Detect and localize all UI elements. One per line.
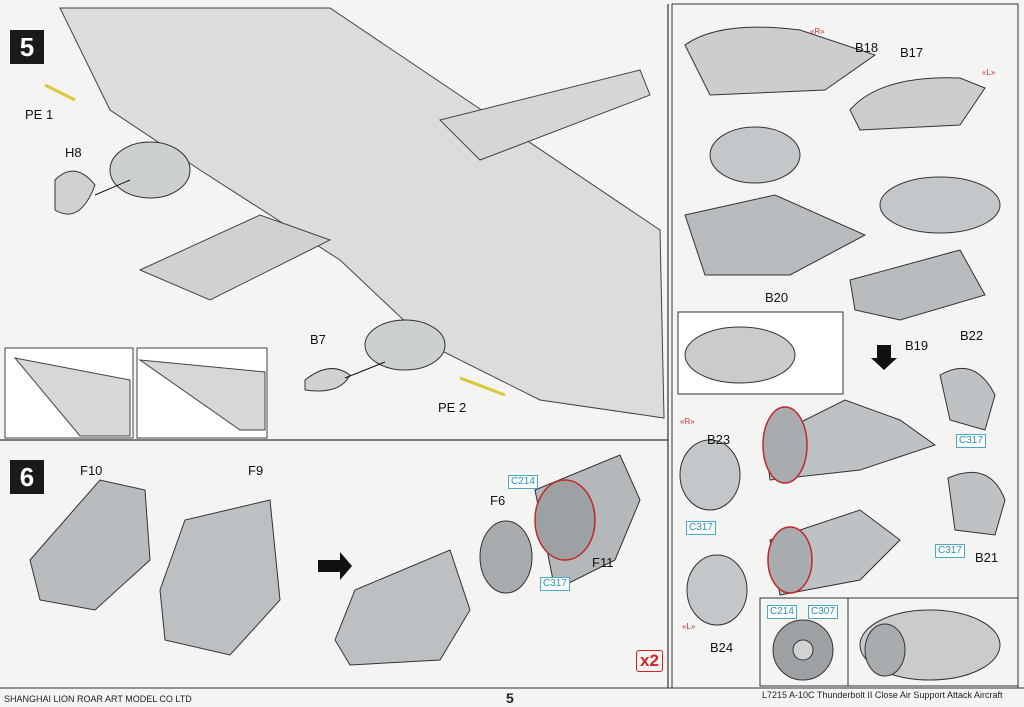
label-b23: B23 bbox=[707, 432, 731, 447]
direction-arrow-down-icon bbox=[871, 345, 897, 370]
label-b7: B7 bbox=[310, 332, 326, 347]
nacelle-right bbox=[764, 399, 937, 481]
wing-assembly bbox=[44, 7, 665, 419]
part-b23 bbox=[679, 439, 741, 511]
horizontal-stabilizer bbox=[138, 214, 332, 301]
arrow-b7 bbox=[344, 361, 386, 379]
label-pe2: PE 2 bbox=[438, 400, 467, 415]
direction-arrow-icon bbox=[318, 552, 352, 580]
label-b20: B20 bbox=[765, 290, 789, 305]
fan-spinner bbox=[792, 639, 814, 661]
nacelle-right-intake bbox=[762, 406, 808, 484]
label-b19: B19 bbox=[905, 338, 929, 353]
inset-detail bbox=[759, 597, 1019, 687]
nacelle-assembled bbox=[334, 549, 471, 666]
part-b24 bbox=[686, 554, 748, 626]
label-f6: F6 bbox=[490, 493, 506, 508]
footer-company: SHANGHAI LION ROAR ART MODEL CO LTD bbox=[4, 694, 192, 704]
inset-right-wingtip bbox=[138, 359, 266, 431]
paint-code-c317-b21: C317 bbox=[935, 544, 965, 558]
label-b21: B21 bbox=[975, 550, 999, 565]
part-b22 bbox=[939, 367, 996, 431]
paint-code-c214: C214 bbox=[508, 475, 538, 489]
engine-pylon-h8 bbox=[109, 141, 191, 199]
label-f9: F9 bbox=[248, 463, 264, 478]
footer-page-number: 5 bbox=[506, 690, 514, 706]
right-side-mark: «R» bbox=[810, 27, 825, 36]
part-pe1 bbox=[44, 83, 76, 102]
part-b18 bbox=[684, 26, 877, 96]
step-5-badge: 5 bbox=[10, 30, 44, 64]
inset-left-wingtip bbox=[13, 357, 131, 437]
part-b19 bbox=[849, 249, 986, 321]
inset-nacelle-body bbox=[684, 326, 796, 384]
left-side-mark: «L» bbox=[982, 68, 996, 77]
right-side-mark-2: «R» bbox=[680, 417, 695, 426]
part-f10 bbox=[29, 479, 151, 611]
footer-product: L7215 A-10C Thunderbolt II Close Air Sup… bbox=[762, 690, 1003, 700]
engine-parts bbox=[677, 26, 1019, 687]
paint-code-c317: C317 bbox=[540, 577, 570, 591]
part-f9 bbox=[159, 499, 281, 656]
label-f11: F11 bbox=[592, 555, 614, 570]
paint-code-c317-b22: C317 bbox=[956, 434, 986, 448]
part-b17 bbox=[849, 77, 986, 131]
label-b17: B17 bbox=[900, 45, 924, 60]
step6-assembly bbox=[29, 454, 641, 666]
engine-pylon-b7 bbox=[364, 319, 446, 371]
quantity-badge: x2 bbox=[636, 650, 663, 672]
label-b22: B22 bbox=[960, 328, 984, 343]
finished-nacelle-intake bbox=[864, 623, 906, 677]
nacelle-left-intake bbox=[767, 526, 813, 594]
part-b20 bbox=[684, 194, 867, 276]
tail-section bbox=[439, 69, 651, 161]
label-pe1: PE 1 bbox=[25, 107, 54, 122]
arrow-h8 bbox=[94, 179, 131, 196]
label-b18: B18 bbox=[855, 40, 879, 55]
part-h8 bbox=[54, 170, 96, 215]
part-f6 bbox=[479, 520, 533, 594]
paint-code-c214-fan: C214 bbox=[767, 605, 797, 619]
left-side-mark-2: «L» bbox=[682, 622, 696, 631]
label-b24: B24 bbox=[710, 640, 734, 655]
step-6-badge: 6 bbox=[10, 460, 44, 494]
part-pe2 bbox=[459, 376, 506, 397]
label-f10: F10 bbox=[80, 463, 103, 478]
engine-core-right bbox=[709, 126, 801, 184]
paint-code-c307-fan: C307 bbox=[808, 605, 838, 619]
part-b7 bbox=[304, 368, 351, 392]
paint-code-c317-b23: C317 bbox=[686, 521, 716, 535]
part-b21 bbox=[947, 471, 1006, 536]
engine-core-left bbox=[879, 176, 1001, 234]
label-h8: H8 bbox=[65, 145, 82, 160]
part-f11-intake bbox=[534, 479, 596, 561]
